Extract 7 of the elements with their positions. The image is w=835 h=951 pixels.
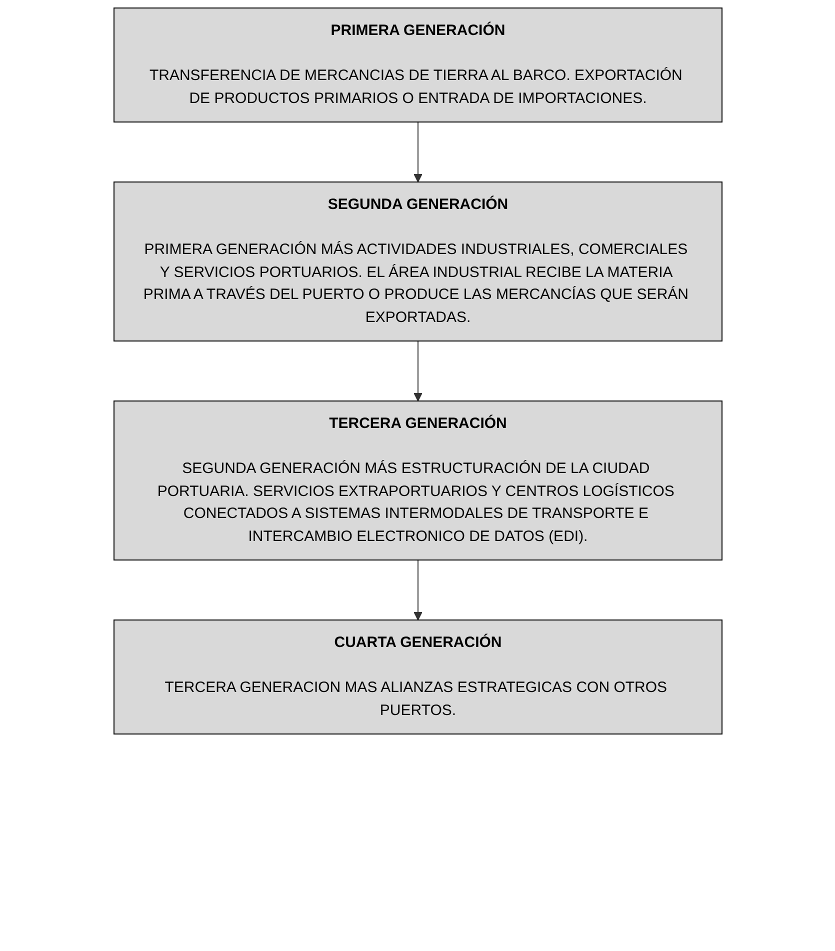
node-box: PRIMERA GENERACIÓN TRANSFERENCIA DE MERCANCIAS DE TIERRA AL BARCO. EXPORTACIÓN DE PRODUCTOS PRIMARIOS O ENTRADA DE IMPORTACIONES. (113, 8, 722, 122)
arrow (413, 560, 422, 620)
arrow (413, 122, 422, 182)
arrow (413, 340, 422, 402)
node-box: CUARTA GENERACIÓN TERCERA GENERACION MAS ALIANZAS ESTRATEGICAS CON OTROS PUERTOS. (113, 620, 722, 734)
node-box: TERCERA GENERACIÓN SEGUNDA GENERACIÓN MÁS ESTRUCTURACIÓN DE LA CIUDAD PORTUARIA. SERVICIOS EXTRAPORTUARIOS Y CENTROS LOGÍSTICOS CONECTADOS A SISTEMAS INTERMODALES DE TRANSPORTE E INTERCAMBIO ELECTRONICO DE DATOS (EDI). (113, 400, 722, 560)
node-box: SEGUNDA GENERACIÓN PRIMERA GENERACIÓN MÁS ACTIVIDADES INDUSTRIALES, COMERCIALES Y SERVICIOS PORTUARIOS. EL ÁREA INDUSTRIAL RECIBE LA MATERIA PRIMA A TRAVÉS DEL PUERTO O PRODUCE LAS MERCANCÍAS QUE SERÁN EXPORTADAS. (113, 182, 722, 342)
